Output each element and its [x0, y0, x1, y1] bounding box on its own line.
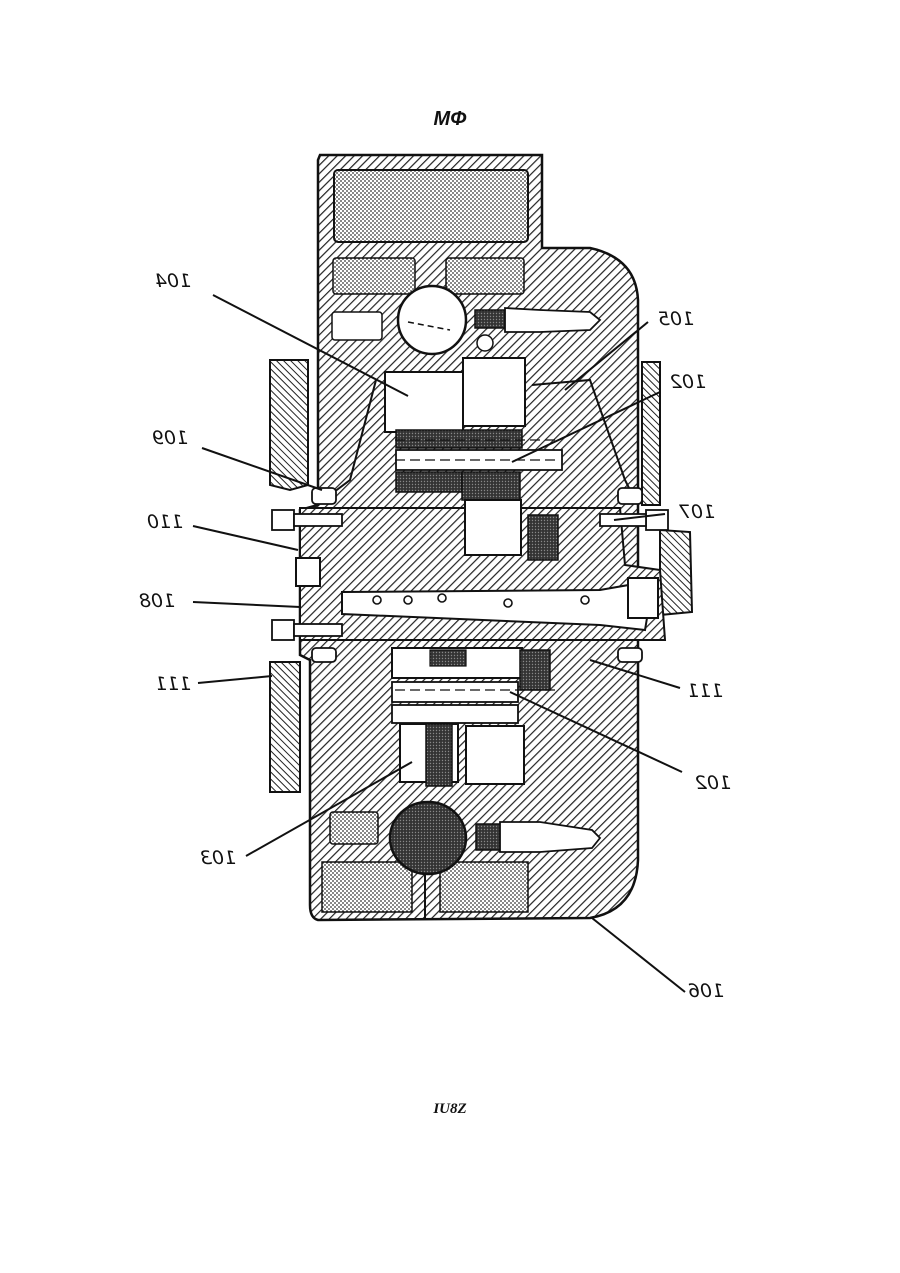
label-108: 108 — [139, 590, 175, 612]
label-111-right: 111 — [687, 680, 723, 702]
label-104: 104 — [155, 270, 191, 292]
label-107: 107 — [679, 501, 715, 523]
label-102-top: 102 — [670, 371, 706, 393]
label-105: 105 — [658, 308, 694, 330]
footer-code: IU8Z — [0, 1101, 900, 1118]
label-111-left: 111 — [155, 673, 191, 695]
label-106: 106 — [688, 980, 724, 1002]
label-102-bottom: 102 — [695, 772, 731, 794]
label-103: 103 — [200, 847, 236, 869]
label-109: 109 — [152, 427, 188, 449]
label-110: 110 — [147, 511, 183, 533]
